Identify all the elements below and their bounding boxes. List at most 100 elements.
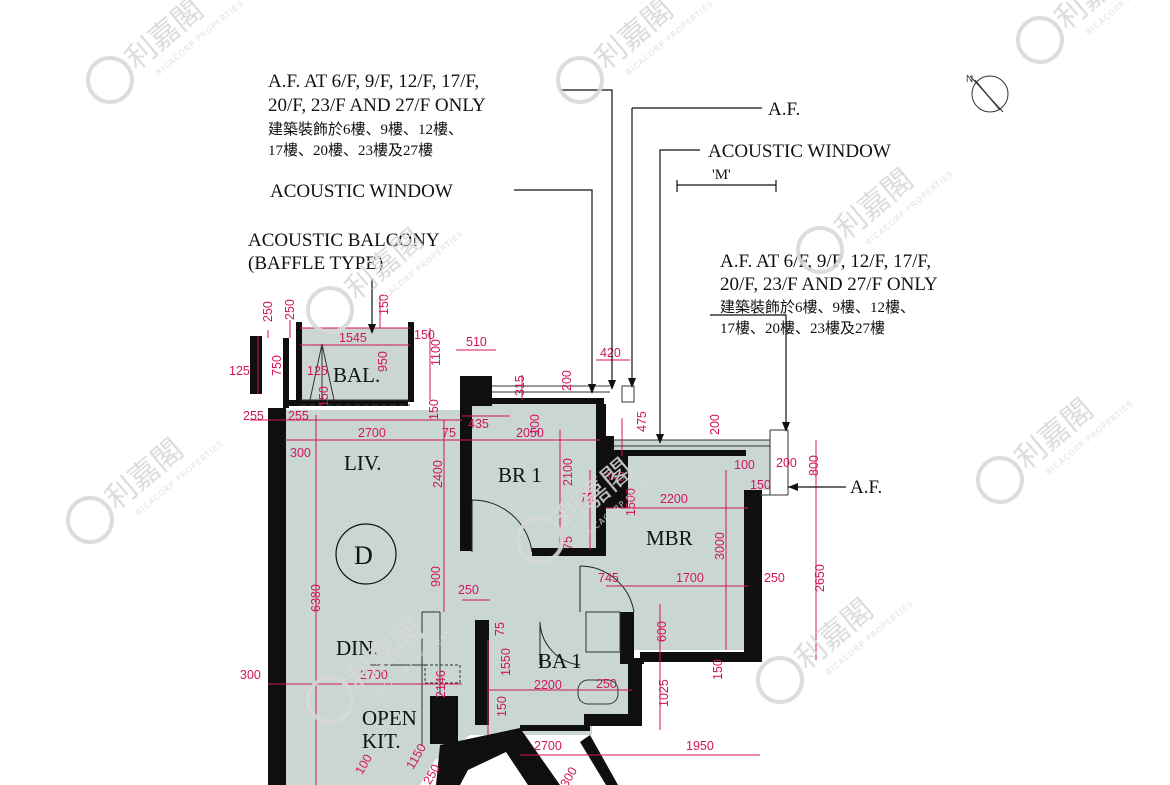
dim-label: 315: [513, 375, 527, 396]
dim-label: 2700: [534, 739, 562, 753]
dim-label: 420: [600, 346, 621, 360]
dim-label: 250: [596, 677, 617, 691]
dim-label: 1500: [624, 488, 638, 516]
room-label-dining: DIN.: [336, 636, 379, 660]
dim-label: 150: [377, 294, 391, 315]
acoustic-window-right-label: ACOUSTIC WINDOW: [708, 141, 891, 162]
dim-label: 1950: [686, 739, 714, 753]
watermark-logo: 利嘉閣 RICACORP PROPERTIES: [66, 432, 225, 544]
dim-label: 100: [734, 458, 755, 472]
dim-label: 2200: [660, 492, 688, 506]
dim-label: 250: [764, 571, 785, 585]
dim-label: 100: [528, 414, 542, 435]
dim-label: 150: [750, 478, 771, 492]
dim-label: 150: [414, 328, 435, 342]
unit-letter: D: [354, 541, 373, 570]
dim-label: 475: [635, 411, 649, 432]
leader-arrows: [368, 324, 798, 491]
room-labels: BAL. LIV. BR 1 MBR DIN. BA 1 OPEN KIT. D: [333, 363, 693, 753]
dim-label: 200: [776, 456, 797, 470]
dim-label: 150: [711, 659, 725, 680]
watermark-logo: 利嘉閣 RICACORP PROPERTIES: [976, 392, 1135, 504]
af-note-top-cn1: 建築裝飾於6樓、9樓、12樓、: [268, 120, 463, 138]
watermark-logo: 利嘉閣 RICACORP PROPERTIES: [1016, 0, 1170, 64]
dim-label: 75: [493, 622, 507, 636]
dim-label: 75: [561, 536, 575, 550]
dim-label: 1550: [499, 648, 513, 676]
dim-label: 345: [604, 470, 625, 484]
dim-label: 250: [261, 301, 275, 322]
dim-label: 1100: [429, 339, 443, 366]
unit-marker-circle: [335, 523, 397, 585]
dim-label: 250: [458, 583, 479, 597]
annotation-notes: A.F. AT 6/F, 9/F, 12/F, 17/F, 20/F, 23/F…: [248, 71, 938, 498]
room-label-bathroom-1: BA 1: [538, 649, 582, 673]
dim-label: 1545: [339, 331, 367, 345]
room-label-living: LIV.: [344, 451, 382, 475]
af-note-top-cn2: 17樓、20樓、23樓及27樓: [268, 142, 433, 159]
dim-label: 2100: [561, 458, 575, 486]
dim-label: 300: [558, 765, 581, 785]
room-label-balcony: BAL.: [333, 363, 380, 387]
dim-label: 1700: [676, 571, 704, 585]
dimension-lines: [250, 296, 817, 785]
dim-label: 75: [442, 426, 456, 440]
af-note-right-cn2: 17樓、20樓、23樓及27樓: [720, 320, 885, 337]
dim-label: 2200: [534, 678, 562, 692]
dim-label: 600: [655, 621, 669, 642]
dim-label: 300: [290, 446, 311, 460]
af-note-right-line2: 20/F, 23/F AND 27/F ONLY: [720, 274, 938, 295]
af-label-right: A.F.: [850, 477, 882, 498]
leader-lines: [371, 89, 846, 488]
m-label: 'M': [712, 167, 731, 183]
walls: [250, 322, 762, 785]
dimension-labels: 250 250 150 1545 150 950 1100 510 420 12…: [229, 294, 827, 785]
dim-label: 200: [560, 370, 574, 391]
dim-label: 950: [376, 351, 390, 372]
af-note-top-line1: A.F. AT 6/F, 9/F, 12/F, 17/F,: [268, 71, 479, 92]
dim-label: 125: [307, 364, 328, 378]
dim-label: 150: [427, 399, 441, 420]
dim-label: 200: [708, 414, 722, 435]
dim-label: 300: [240, 668, 261, 682]
dim-label: 6380: [309, 584, 323, 612]
acoustic-window-left-label: ACOUSTIC WINDOW: [270, 181, 453, 202]
watermark-logo: 利嘉閣 RICACORP PROPERTIES: [556, 0, 715, 104]
dim-label: 255: [243, 409, 264, 423]
dim-label: 2400: [431, 460, 445, 488]
north-arrow-icon: N: [966, 74, 1009, 113]
room-label-bedroom-1: BR 1: [498, 463, 542, 487]
af-note-top-line2: 20/F, 23/F AND 27/F ONLY: [268, 95, 486, 116]
dim-label: 1025: [657, 679, 671, 707]
door-swings: [471, 499, 635, 666]
dim-label: 800: [807, 455, 821, 476]
svg-text:N: N: [966, 74, 973, 85]
dim-label: 150: [317, 386, 331, 407]
room-label-kitchen: KIT.: [362, 729, 401, 753]
dim-label: 900: [429, 566, 443, 587]
dim-label: 2050: [516, 426, 544, 440]
dim-label: 2146: [434, 670, 448, 698]
watermark-logo: 利嘉閣 RICACORP PROPERTIES: [756, 592, 915, 704]
dim-label: 150: [495, 696, 509, 717]
dim-label: 125: [229, 364, 250, 378]
acoustic-balcony-line2: (BAFFLE TYPE): [248, 253, 383, 274]
dim-label: 250: [283, 299, 297, 320]
room-label-master-bedroom: MBR: [646, 526, 693, 550]
dim-label: 2650: [813, 564, 827, 592]
dim-label: 2700: [358, 426, 386, 440]
dim-label: 510: [466, 335, 487, 349]
dim-label: 2700: [360, 668, 388, 682]
af-label-top-right: A.F.: [768, 99, 800, 120]
dim-label: 750: [270, 355, 284, 376]
floor-area: [285, 328, 770, 785]
dim-label: 3000: [713, 532, 727, 560]
room-label-open: OPEN: [362, 706, 417, 730]
dim-label: 435: [468, 417, 489, 431]
window-lines: [300, 343, 789, 745]
af-note-right-line1: A.F. AT 6/F, 9/F, 12/F, 17/F,: [720, 251, 931, 272]
acoustic-balcony-line1: ACOUSTIC BALCONY: [248, 230, 440, 251]
af-note-right-cn1: 建築裝飾於6樓、9樓、12樓、: [720, 298, 915, 316]
